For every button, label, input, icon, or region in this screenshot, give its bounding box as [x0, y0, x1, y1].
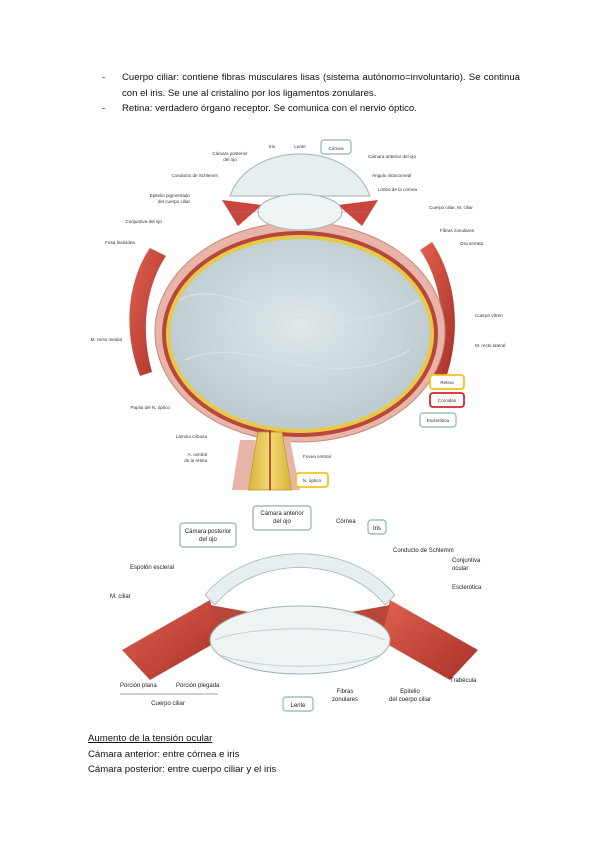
recto-lateral-muscle [420, 242, 455, 378]
label-angulo: Ángulo iridocorneal [372, 172, 411, 178]
label-epitelio-1: Epitelio pigmentado [150, 193, 191, 198]
fig2-label-conjuntiva-1: Conjuntiva [452, 558, 481, 564]
footer-line-posterior: Cámara posterior: entre cuerpo ciliar y … [88, 764, 277, 775]
bullet-cuerpo-ciliar: -Cuerpo ciliar: contiene fibras muscular… [102, 72, 520, 99]
footer-line-anterior: Cámara anterior: entre córnea e iris [88, 748, 240, 760]
label-arteria-2: de la retina [184, 458, 207, 463]
label-cuerpo-ciliar: Cuerpo ciliar, M. ciliar [429, 205, 473, 210]
fig2-label-epitelio-1: Epitelio [400, 689, 420, 695]
fig2-label-m-ciliar: M. ciliar [110, 594, 131, 600]
label-recto-lateral: M. recto lateral [475, 343, 505, 348]
fig2-label-camara-posterior-2: del ojo [199, 537, 217, 543]
fig2-label-trabecula: Trabécula [450, 678, 477, 684]
cornea-highlight-box [320, 139, 352, 155]
fig2-label-cornea: Córnea [336, 519, 356, 525]
fig2-label-cuerpo-ciliar: Cuerpo ciliar [151, 701, 185, 707]
label-coroides: Coroides [438, 398, 457, 403]
label-conjuntiva: Conjuntiva del ojo [125, 219, 162, 224]
bullet-retina: -Retina: verdadero órgano receptor. Se c… [102, 103, 417, 114]
label-conducto-schlemm: Conducto de Schlemm [172, 173, 219, 178]
fig2-label-espolon: Espolón escleral [130, 565, 174, 571]
label-recto-medial: M. recto medial [91, 337, 122, 342]
label-fibras-zonulares: Fibras zonulares [440, 228, 475, 233]
label-papila: Papila del N. óptico [130, 405, 170, 410]
fig2-label-iris: Iris [373, 526, 381, 532]
label-fovea: Fovea central [303, 454, 331, 459]
coroides-highlight-box [429, 392, 465, 408]
fig2-label-camara-anterior-2: del ojo [273, 519, 291, 525]
label-fosa: Fosa hialoidea [105, 240, 135, 245]
anterior-segment-figure [122, 553, 478, 680]
footer-notes: Aumento de la tensión ocular Cámara ante… [88, 731, 276, 778]
fig2-label-fibras-2: zonulares [332, 697, 358, 703]
fig2-label-porcion-plegada: Porción plegada [176, 683, 220, 689]
label-iris: Iris [269, 144, 276, 149]
fig2-label-conducto: Conducto de Schlemm [393, 548, 454, 554]
label-camara-posterior-1: Cámara posterior [212, 151, 248, 156]
label-epitelio-2: del cuerpo ciliar [158, 199, 191, 204]
label-cornea: Córnea [328, 146, 344, 151]
label-ora-serrata: Ora serrata [460, 241, 484, 246]
fig2-label-camara-posterior-1: Cámara posterior [185, 529, 231, 535]
label-camara-posterior-2: del ojo [223, 157, 237, 162]
vitreous-body [170, 239, 430, 429]
fig2-label-lente: Lente [290, 703, 306, 709]
fig2-label-camara-anterior-1: Cámara anterior [260, 511, 303, 517]
label-arteria-1: A. central [188, 452, 207, 457]
fig2-label-porcion-plana: Porción plana [120, 683, 157, 689]
recto-medial-muscle [129, 248, 166, 376]
optic-nerve-highlight-box [295, 472, 329, 488]
fig2-label-epitelio-2: del cuerpo ciliar [389, 697, 431, 703]
label-lente: Lente [294, 144, 306, 149]
label-limbo: Limbo de la córnea [378, 187, 418, 192]
label-cuerpo-vitreo: Cuerpo vítreo [475, 313, 503, 318]
label-lamina-cribosa: Lámina cribosa [176, 434, 208, 439]
footer-heading: Aumento de la tensión ocular [88, 733, 213, 744]
fig2-label-esclerotica: Esclerótica [452, 585, 482, 591]
fig2-label-conjuntiva-2: ocular [452, 566, 468, 572]
cornea-shape [229, 153, 371, 197]
label-retina: Retina [440, 380, 454, 385]
lens-shape [257, 193, 343, 231]
esclerotica-box [419, 412, 457, 428]
fig2-label-fibras-1: Fibras [337, 689, 354, 695]
label-esclerotica: Esclerótica [427, 418, 450, 423]
label-nervio-optico: N. óptico [303, 478, 322, 483]
bullet-list: -Cuerpo ciliar: contiene fibras muscular… [100, 70, 520, 117]
retina-highlight-box [429, 374, 465, 390]
label-camara-anterior: Cámara anterior del ojo [368, 154, 416, 159]
